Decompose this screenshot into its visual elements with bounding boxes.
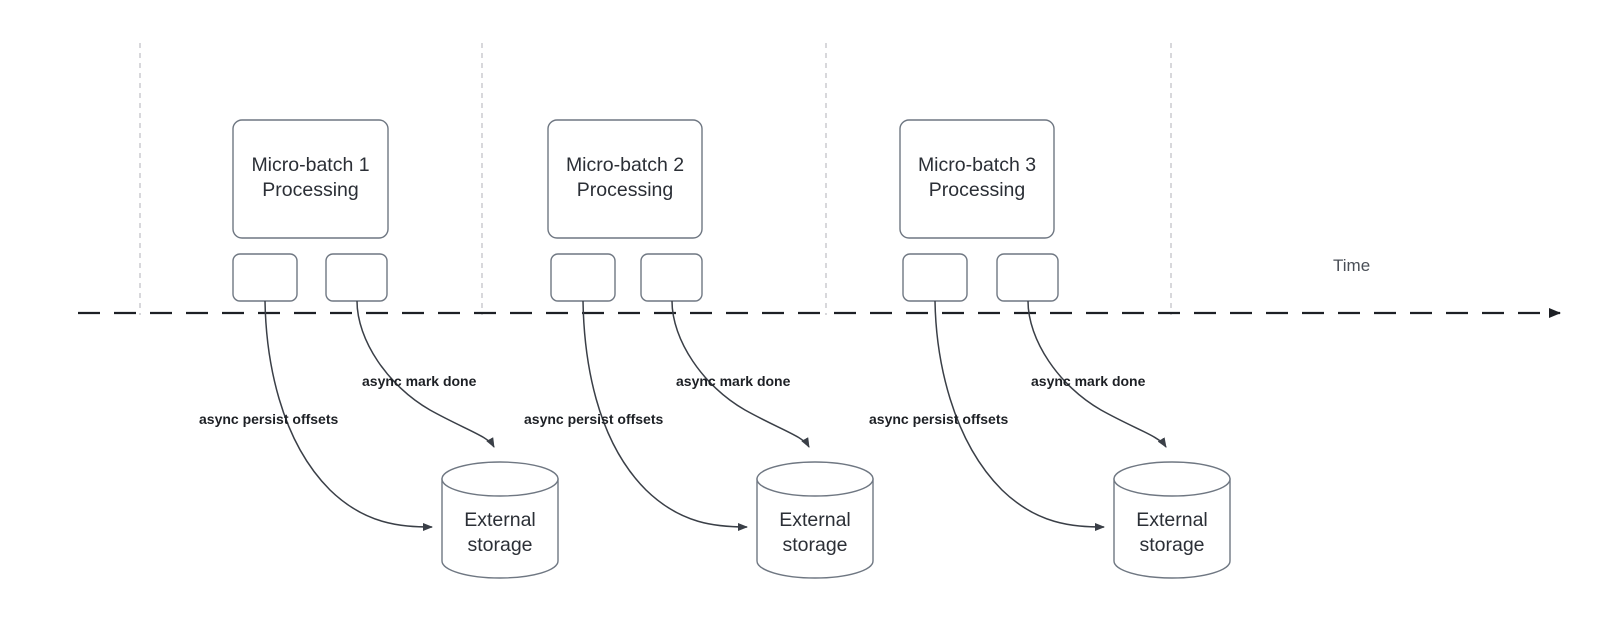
process-box[interactable] <box>899 119 1055 239</box>
mark-done-task-box[interactable] <box>640 253 703 302</box>
storage-label-3: External storage <box>1136 509 1208 556</box>
group-1-shapes <box>232 119 559 579</box>
mark-done-task-box[interactable] <box>325 253 388 302</box>
mark-done-task-box[interactable] <box>996 253 1059 302</box>
edge-label-mark-done-1: async mark done <box>362 373 477 389</box>
external-storage-cylinder[interactable] <box>756 461 874 579</box>
persist-offsets-connector <box>934 300 1105 531</box>
process-box-label-1: Micro-batch 1 Processing <box>251 154 370 201</box>
group-2-shapes <box>547 119 874 579</box>
time-axis-label: Time <box>1333 256 1371 275</box>
persist-offsets-task-box[interactable] <box>902 253 968 302</box>
persist-offsets-connector <box>264 300 433 531</box>
edge-label-persist-offsets-3: async persist offsets <box>869 411 1009 427</box>
mark-done-connector <box>356 300 495 448</box>
mark-done-connector <box>671 300 810 448</box>
persist-offsets-connector <box>582 300 748 531</box>
process-box-label-3: Micro-batch 3 Processing <box>917 154 1037 201</box>
edge-label-mark-done-2: async mark done <box>676 373 791 389</box>
edge-label-persist-offsets-1: async persist offsets <box>199 411 339 427</box>
process-box-label-2: Micro-batch 2 Processing <box>565 154 685 201</box>
persist-offsets-task-box[interactable] <box>550 253 616 302</box>
edge-label-persist-offsets-2: async persist offsets <box>524 411 664 427</box>
group-3-shapes <box>899 119 1231 579</box>
process-box[interactable] <box>547 119 703 239</box>
external-storage-cylinder[interactable] <box>1113 461 1231 579</box>
process-box[interactable] <box>232 119 389 239</box>
external-storage-cylinder[interactable] <box>441 461 559 579</box>
edge-label-mark-done-3: async mark done <box>1031 373 1146 389</box>
storage-label-2: External storage <box>779 509 851 556</box>
mark-done-connector <box>1027 300 1167 448</box>
storage-label-1: External storage <box>464 509 536 556</box>
persist-offsets-task-box[interactable] <box>232 253 298 302</box>
